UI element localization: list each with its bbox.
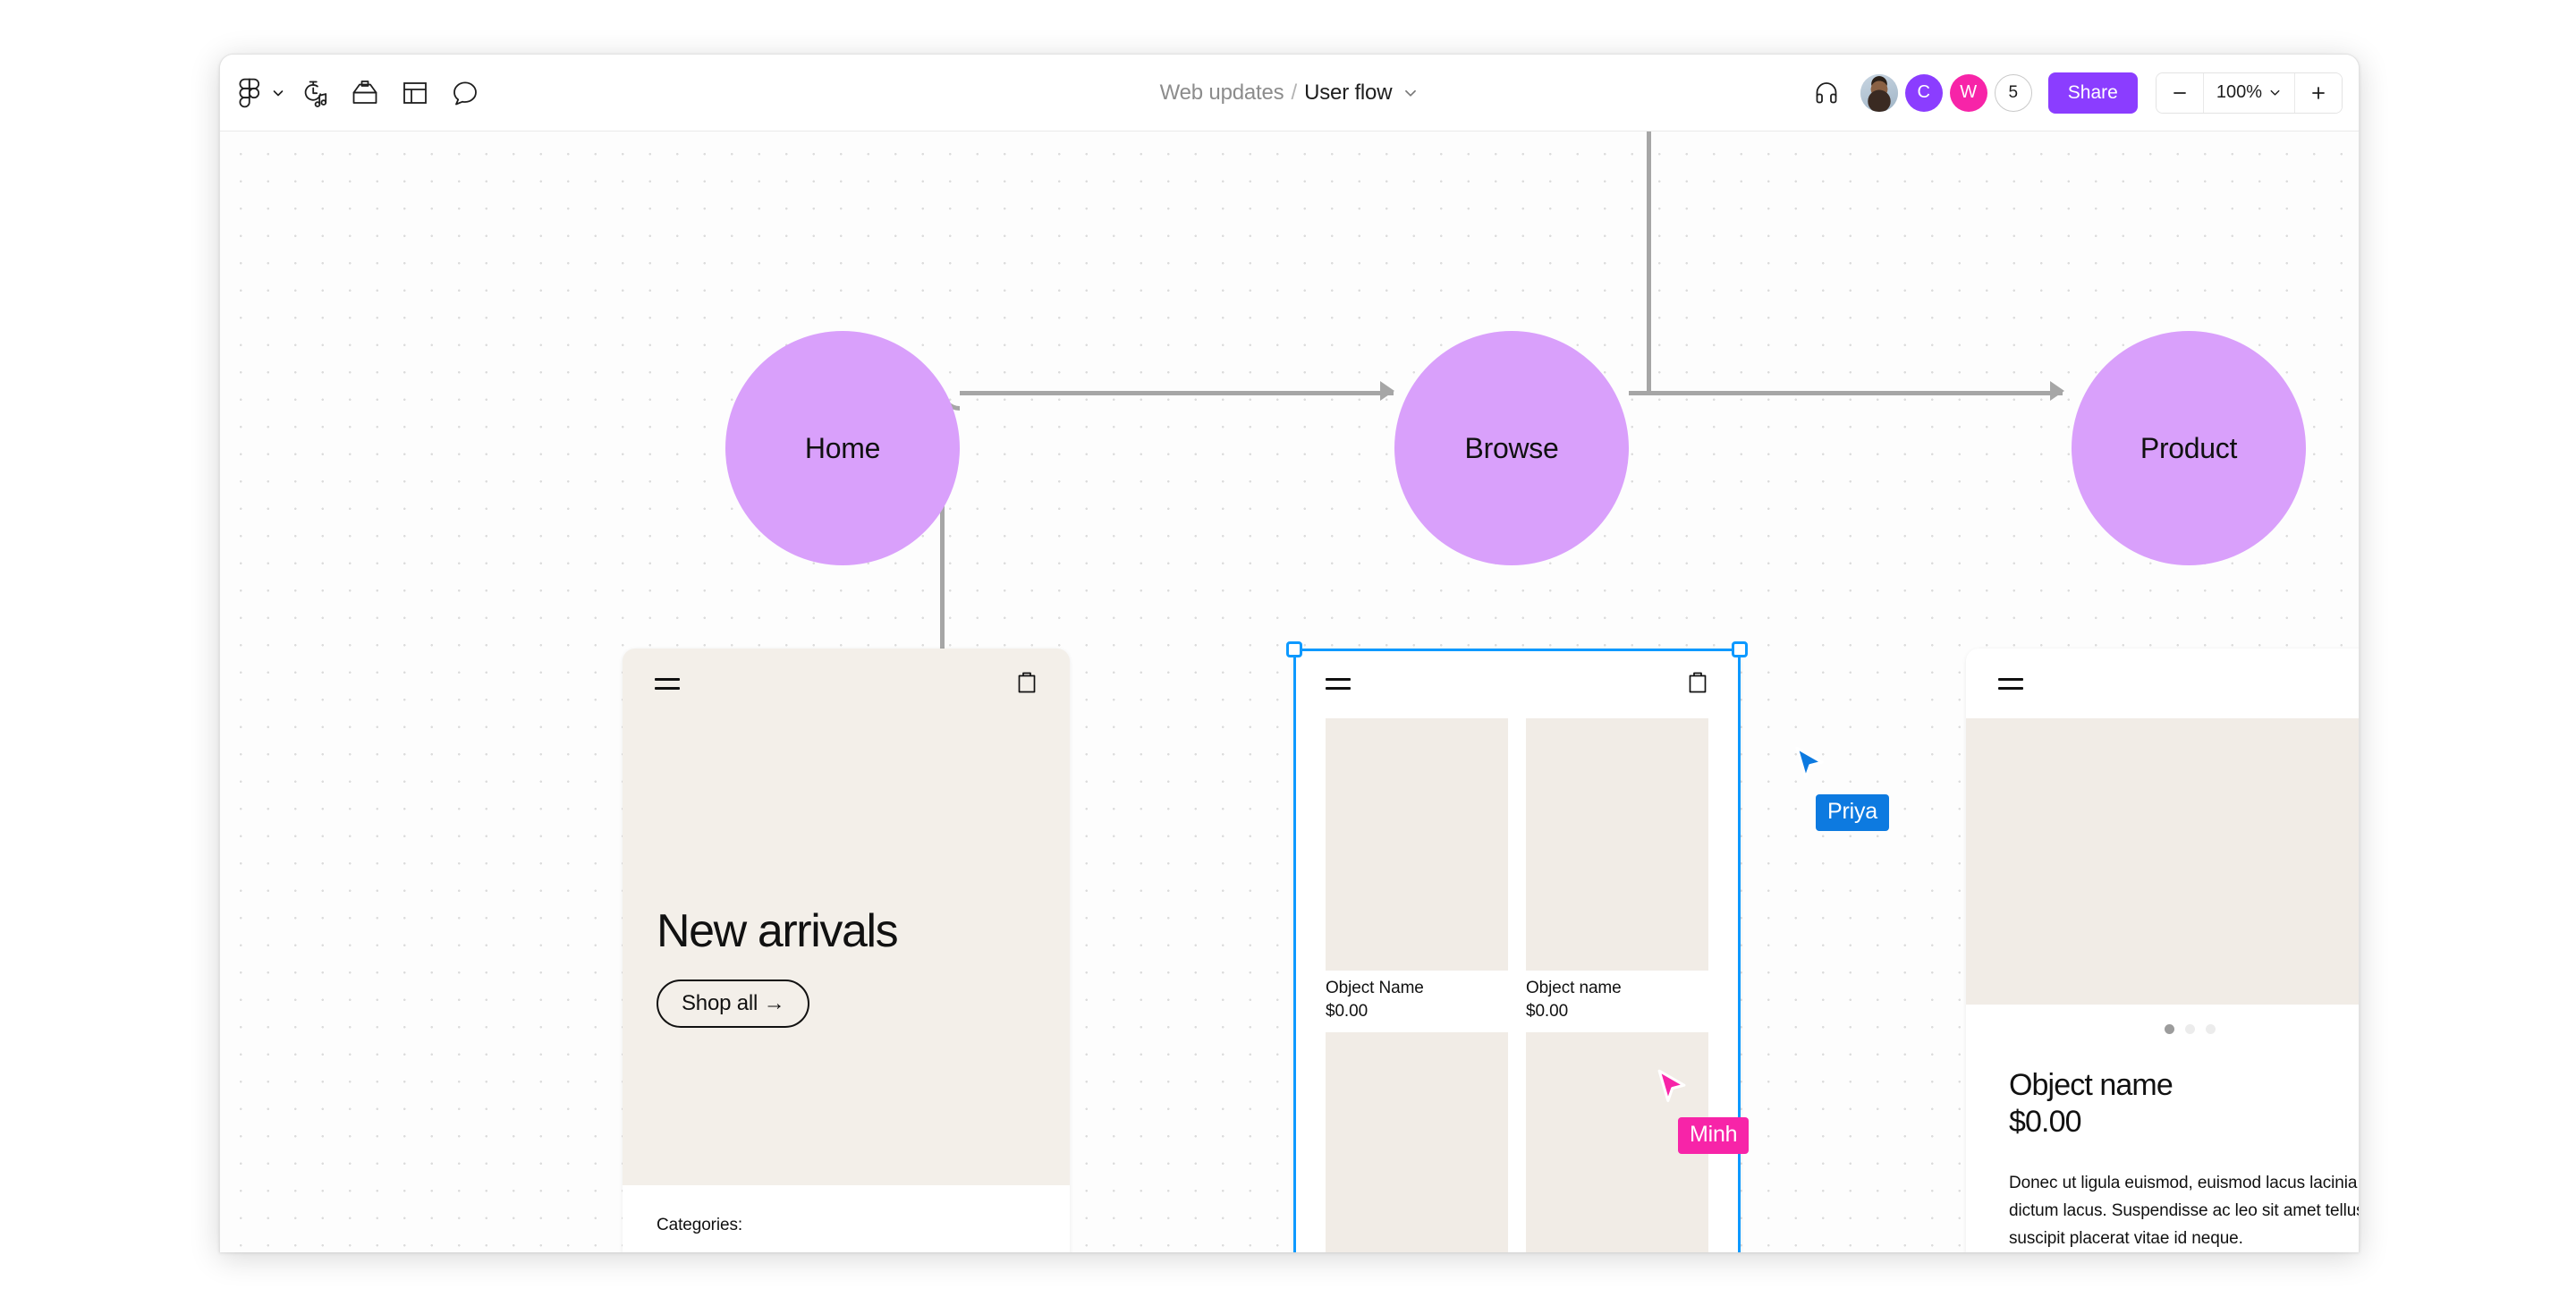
breadcrumb: Web updates / User flow	[220, 55, 2359, 131]
product-frame-header	[1966, 649, 2359, 718]
flow-node-product-label: Product	[2140, 431, 2238, 464]
hamburger-menu-icon[interactable]	[1326, 677, 1351, 690]
product-price: $0.00	[2009, 1105, 2081, 1139]
product-description: Donec ut ligula euismod, euismod lacus l…	[2009, 1174, 2359, 1248]
collaborator-avatars: C W 5	[1860, 73, 2032, 112]
shop-all-button[interactable]: Shop all →	[657, 980, 810, 1028]
breadcrumb-chevron-down-icon[interactable]	[1402, 85, 1419, 101]
product-card[interactable]: Object name $0.00	[1326, 1032, 1508, 1252]
avatar-photo[interactable]	[1860, 73, 1898, 112]
toolbar: Web updates / User flow	[220, 55, 2359, 131]
flow-node-browse-label: Browse	[1464, 431, 1559, 464]
carousel-dots	[1966, 1005, 2359, 1034]
flow-node-home-label: Home	[804, 431, 881, 464]
connector-arrow-browse	[1380, 381, 1394, 401]
carousel-dot-2[interactable]	[2184, 1024, 2195, 1034]
product-name: Object Name	[1326, 979, 1424, 997]
cursor-priya: Priya	[1791, 744, 1889, 831]
carousel-dot-1[interactable]	[2164, 1024, 2174, 1034]
breadcrumb-page[interactable]: User flow	[1304, 80, 1393, 105]
browse-product-grid: Object Name $0.00 Object name $0.00 Obje…	[1293, 718, 1741, 1252]
flow-node-browse[interactable]: Browse	[1394, 331, 1629, 565]
flow-node-home[interactable]: Home	[725, 331, 960, 565]
comment-bubble-icon[interactable]	[440, 68, 490, 118]
product-price: $0.00	[1526, 1002, 1569, 1021]
product-price: $0.00	[1326, 1002, 1368, 1021]
collaborator-overflow-count[interactable]: 5	[1994, 73, 2032, 112]
zoom-out-button[interactable]	[2156, 72, 2203, 113]
flow-node-product[interactable]: Product	[2072, 331, 2306, 565]
figma-app-window: Web updates / User flow	[219, 54, 2360, 1252]
product-card[interactable]: Object name $0.00	[1526, 718, 1708, 1022]
product-card[interactable]: Object Name $0.00	[1326, 718, 1508, 1022]
zoom-in-button[interactable]	[2295, 72, 2342, 113]
home-frame-header	[623, 649, 1070, 718]
breadcrumb-separator: /	[1291, 80, 1298, 105]
zoom-controls: 100%	[2155, 72, 2343, 114]
zoom-level-value: 100%	[2216, 82, 2262, 102]
file-menu-chevron-down-icon[interactable]	[267, 68, 290, 118]
avatar-w[interactable]: W	[1949, 73, 1987, 112]
product-hero-image	[1966, 718, 2359, 1005]
clock-music-icon[interactable]	[290, 68, 340, 118]
shopping-bag-icon[interactable]	[1687, 669, 1708, 698]
zoom-level-dropdown[interactable]: 100%	[2202, 72, 2295, 113]
zoom-chevron-down-icon	[2270, 89, 2280, 96]
figma-logo-icon[interactable]	[231, 68, 267, 118]
design-canvas[interactable]: Home Browse Product New arri	[220, 131, 2359, 1252]
share-button[interactable]: Share	[2047, 72, 2138, 114]
frame-product[interactable]: Object name $0.00 Donec ut ligula euismo…	[1966, 649, 2359, 1252]
shopping-bag-icon[interactable]	[1016, 669, 1038, 698]
frame-browse[interactable]: Object Name $0.00 Object name $0.00 Obje…	[1293, 649, 1741, 1252]
hamburger-menu-icon[interactable]	[655, 677, 680, 690]
home-categories-section: Categories: Featured → Back in stock →	[623, 1185, 1070, 1252]
headphones-icon[interactable]	[1805, 72, 1848, 114]
toolbar-left-tools	[220, 68, 490, 118]
cursor-label-minh: Minh	[1678, 1117, 1750, 1154]
product-image-placeholder	[1326, 718, 1508, 971]
connector-home-to-browse	[960, 391, 1394, 395]
product-image-placeholder	[1326, 1032, 1508, 1252]
carousel-dot-3[interactable]	[2205, 1024, 2216, 1034]
breadcrumb-project[interactable]: Web updates	[1159, 80, 1284, 105]
product-title: Object name	[2009, 1068, 2174, 1102]
categories-label: Categories:	[657, 1216, 743, 1234]
toolbar-right-cluster: C W 5 Share 100%	[1805, 55, 2343, 131]
browse-frame-header	[1293, 649, 1741, 718]
product-image-placeholder	[1526, 718, 1708, 971]
cursor-label-priya: Priya	[1816, 794, 1889, 831]
product-name: Object name	[1526, 979, 1622, 997]
connector-browse-to-product	[1629, 391, 2063, 395]
cursor-minh: Minh	[1653, 1067, 1750, 1154]
hamburger-menu-icon[interactable]	[1998, 677, 2023, 690]
frame-home[interactable]: New arrivals Shop all → Categories: Feat…	[623, 649, 1070, 1252]
avatar-c[interactable]: C	[1904, 73, 1943, 112]
home-hero-title: New arrivals	[657, 905, 899, 957]
connector-elbow-from-top	[1631, 131, 1651, 391]
inbox-pen-icon[interactable]	[340, 68, 390, 118]
layout-frame-icon[interactable]	[390, 68, 440, 118]
selection-handle-top-left[interactable]	[1286, 641, 1302, 657]
product-details: Object name $0.00 Donec ut ligula euismo…	[1966, 1034, 2359, 1252]
cursor-pointer-icon	[1795, 746, 1824, 780]
category-row-featured[interactable]: Featured →	[657, 1235, 1036, 1252]
cursor-pointer-icon	[1657, 1069, 1686, 1103]
selection-handle-top-right[interactable]	[1732, 641, 1748, 657]
connector-arrow-product	[2050, 381, 2064, 401]
home-hero: New arrivals Shop all →	[623, 718, 1070, 1185]
